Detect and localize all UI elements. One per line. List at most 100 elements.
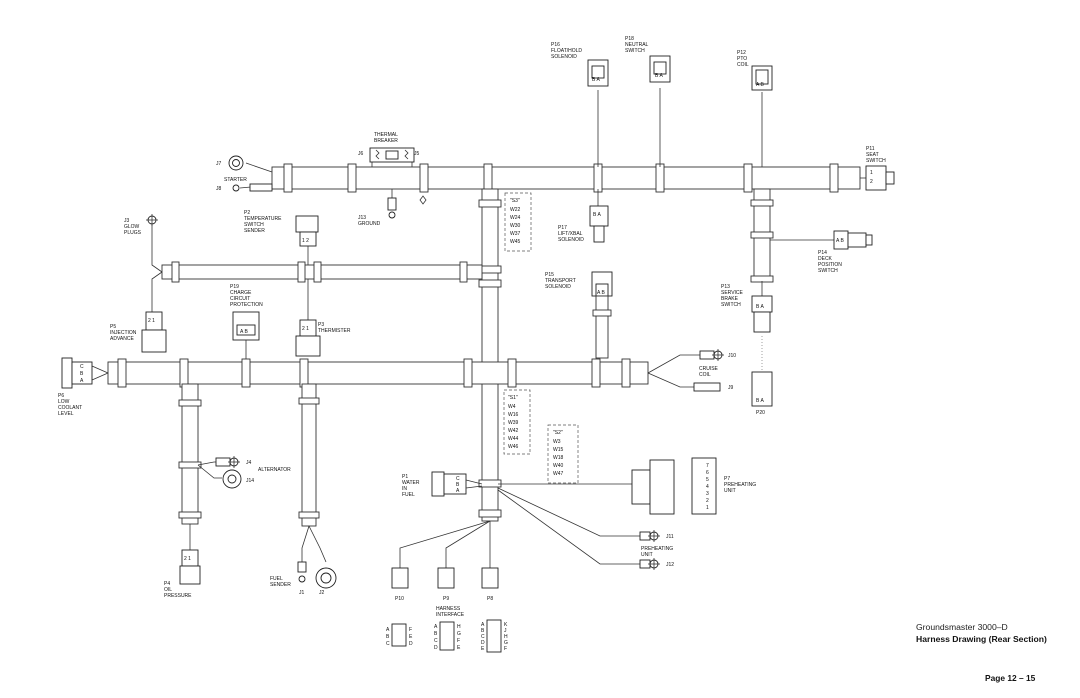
p9-r4: E [457, 645, 461, 651]
p18-pins: B A [655, 73, 663, 79]
p8-l3: C [481, 634, 485, 640]
p11-connector: 1 2 P11 SEAT SWITCH [865, 146, 895, 191]
p2-connector: 1 2 P2 TEMPERATURE SWITCH SENDER [244, 210, 319, 265]
p12-line-3: COIL [737, 62, 749, 68]
p19-line-2: CHARGE [230, 290, 252, 296]
p19-line-3: CIRCUIT [230, 296, 250, 302]
j13-line-1: J13 [358, 215, 366, 221]
seat-pin-1: 1 [870, 170, 873, 176]
p17-connector: B A P17 LIFT/XBAL SOLENOID [558, 189, 609, 243]
p2-pins: 1 2 [302, 238, 309, 244]
label-j7: J7 [216, 161, 222, 167]
cruise-line-1: CRUISE [699, 366, 719, 372]
fuel-sender-line-2: SENDER [270, 582, 291, 588]
p18-line-3: SWITCH [625, 48, 645, 54]
label-j12: J12 [666, 562, 674, 568]
splice-s1: "S1" W4 W16 W39 W42 W44 W46 [503, 389, 531, 455]
thermal-breaker: J6 J5 THERMAL BREAKER [358, 132, 420, 167]
p18-line-1: P18 [625, 36, 634, 42]
label-j9: J9 [728, 385, 734, 391]
s3-w3: W30 [510, 223, 521, 229]
label-j8: J8 [216, 186, 222, 192]
harness-line-2: INTERFACE [436, 612, 465, 618]
p2-line-2: TEMPERATURE [244, 216, 282, 222]
j3-glow-plugs: J3 GLOW PLUGS [124, 214, 158, 236]
p6-pin-c: C [80, 364, 84, 370]
label-j11: J11 [666, 534, 674, 540]
label-j5: J5 [414, 151, 420, 157]
label-alternator: ALTERNATOR [258, 467, 291, 473]
label-j4: J4 [246, 460, 252, 466]
p15-line-1: P15 [545, 272, 554, 278]
p5-line-3: ADVANCE [110, 336, 134, 342]
label-p10: P10 [395, 596, 404, 602]
footer-drawing-title: Harness Drawing (Rear Section) [916, 634, 1047, 644]
label-j1: J1 [299, 590, 305, 596]
cruise-line-2: COIL [699, 372, 711, 378]
p13-line-3: BRAKE [721, 296, 739, 302]
lower-trunk [91, 354, 714, 388]
p1-line-4: FUEL [402, 492, 415, 498]
p18-connector: B A P18 NEUTRAL SWITCH [625, 36, 671, 167]
upper-trunk [271, 163, 868, 193]
p5-pins: 2 1 [148, 318, 155, 324]
p7-line-2: PREHEATING [724, 482, 756, 488]
p6-line-1: P6 [58, 393, 64, 399]
p12-line-2: PTO [737, 56, 747, 62]
p13-line-1: P13 [721, 284, 730, 290]
p2-line-1: P2 [244, 210, 250, 216]
right-branch: A B P14 DECK POSITION SWITCH B A P13 SER… [721, 188, 873, 416]
p16-pins: B A [592, 77, 600, 83]
p13-pins: B A [756, 304, 764, 310]
p14-line-2: DECK [818, 256, 833, 262]
s1-w2: W16 [508, 412, 519, 418]
s2-w1: W3 [553, 439, 561, 445]
p11-line-1: P11 [866, 146, 875, 152]
alternator-branch: J4 ALTERNATOR J14 2 1 P4 OIL PRESSURE [164, 383, 291, 599]
s1-title: "S1" [508, 395, 518, 401]
p4-line-1: P4 [164, 581, 170, 587]
fuel-sender-line-1: FUEL [270, 576, 283, 582]
p8-r3: H [504, 634, 508, 640]
p10-l3: C [386, 641, 390, 647]
s3-w5: W45 [510, 239, 521, 245]
p4-line-2: OIL [164, 587, 172, 593]
p5-connector: 2 1 P5 INJECTION ADVANCE [110, 311, 167, 353]
s3-w2: W24 [510, 215, 521, 221]
p5-line-2: INJECTION [110, 330, 137, 336]
harness-line-1: HARNESS [436, 606, 461, 612]
p8-r1: K [504, 622, 508, 628]
preheating-line-1: PREHEATING [641, 546, 673, 552]
footer-model-name: Groundsmaster 3000–D [916, 622, 1008, 632]
p11-line-2: SEAT [866, 152, 879, 158]
p9-l4: D [434, 645, 438, 651]
s1-w5: W44 [508, 436, 519, 442]
label-j2: J2 [319, 590, 325, 596]
p1-line-1: P1 [402, 474, 408, 480]
p19-pins: A B [240, 329, 248, 335]
s1-w4: W42 [508, 428, 519, 434]
p15-pins: A B [597, 290, 605, 296]
p1-pin-c: C [456, 476, 460, 482]
p8-l4: D [481, 640, 485, 646]
j13-line-2: GROUND [358, 221, 381, 227]
p7-pin-5: 5 [706, 477, 709, 483]
s3-title: "S3" [510, 198, 520, 204]
j3-line-3: PLUGS [124, 230, 142, 236]
s2-w2: W15 [553, 447, 564, 453]
s2-w5: W47 [553, 471, 564, 477]
p9-l3: C [434, 638, 438, 644]
cruise-connectors: J10 CRUISE COIL J9 [693, 349, 736, 392]
p17-line-3: SOLENOID [558, 237, 584, 243]
splice-s3: "S3" W22 W24 W30 W37 W45 [504, 192, 532, 252]
label-j14: J14 [246, 478, 254, 484]
label-j10: J10 [728, 353, 736, 359]
p6-line-4: LEVEL [58, 411, 74, 417]
p19-line-4: PROTECTION [230, 302, 263, 308]
preheating-line-2: UNIT [641, 552, 653, 558]
p5-line-1: P5 [110, 324, 116, 330]
p1-pin-b: B [456, 482, 460, 488]
label-starter: STARTER [224, 177, 247, 183]
p3-pins: 2 1 [302, 326, 309, 332]
